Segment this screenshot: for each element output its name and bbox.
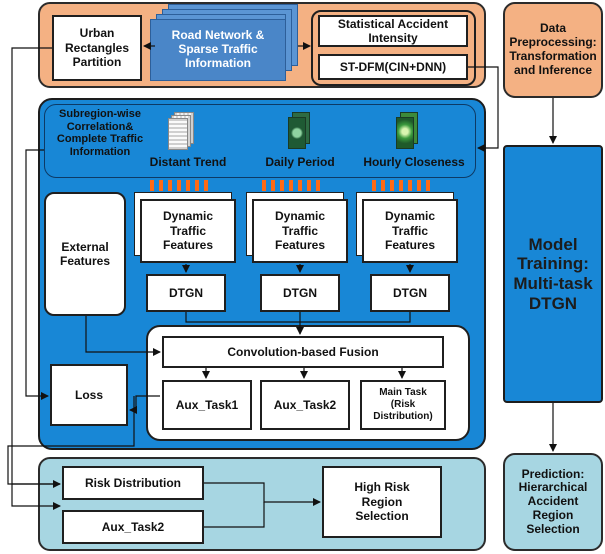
dynamic-features-3: Dynamic Traffic Features	[362, 199, 458, 263]
dtgn-box-2: DTGN	[260, 274, 340, 312]
subregion-label: Subregion-wise Correlation& Complete Tra…	[56, 108, 144, 158]
dynamic-features-1: Dynamic Traffic Features	[140, 199, 236, 263]
distant-trend-thumbnail	[168, 112, 198, 150]
dynamic-features-stack-1: Dynamic Traffic Features	[134, 192, 236, 264]
daily-period-label: Daily Period	[265, 155, 335, 169]
urban-partition-box: Urban Rectangles Partition	[52, 15, 142, 81]
st-dfm-box: ST-DFM(CIN+DNN)	[318, 54, 468, 80]
dynamic-features-stack-2: Dynamic Traffic Features	[246, 192, 348, 264]
road-network-stack: Road Network & Sparse Traffic Informatio…	[148, 4, 308, 86]
dtgn-box-1: DTGN	[146, 274, 226, 312]
model-training-box: Model Training: Multi-task DTGN	[503, 145, 603, 403]
daily-period-thumbnail	[288, 112, 312, 150]
high-risk-selection-box: High Risk Region Selection	[322, 466, 442, 538]
data-preprocessing-box: Data Preprocessing: Transformation and I…	[503, 2, 603, 98]
prediction-box: Prediction: Hierarchical Accident Region…	[503, 453, 603, 551]
aux-task1-box: Aux_Task1	[162, 380, 252, 430]
main-task-box: Main Task (Risk Distribution)	[360, 380, 446, 430]
risk-distribution-box: Risk Distribution	[62, 466, 204, 500]
external-features-box: External Features	[44, 192, 126, 316]
aux-task2-box: Aux_Task2	[260, 380, 350, 430]
dynamic-features-2: Dynamic Traffic Features	[252, 199, 348, 263]
hourly-closeness-thumbnail	[396, 112, 420, 150]
bottom-aux-task2-box: Aux_Task2	[62, 510, 204, 544]
dtgn-box-3: DTGN	[370, 274, 450, 312]
stat-stack-frame	[311, 10, 476, 86]
convolution-fusion-box: Convolution-based Fusion	[162, 336, 444, 368]
hourly-closeness-label: Hourly Closeness	[363, 155, 465, 169]
statistical-intensity-box: Statistical Accident Intensity	[318, 15, 468, 47]
dynamic-features-stack-3: Dynamic Traffic Features	[356, 192, 458, 264]
road-network-label: Road Network & Sparse Traffic Informatio…	[150, 19, 286, 81]
distant-trend-label: Distant Trend	[149, 155, 227, 169]
loss-box: Loss	[50, 364, 128, 426]
